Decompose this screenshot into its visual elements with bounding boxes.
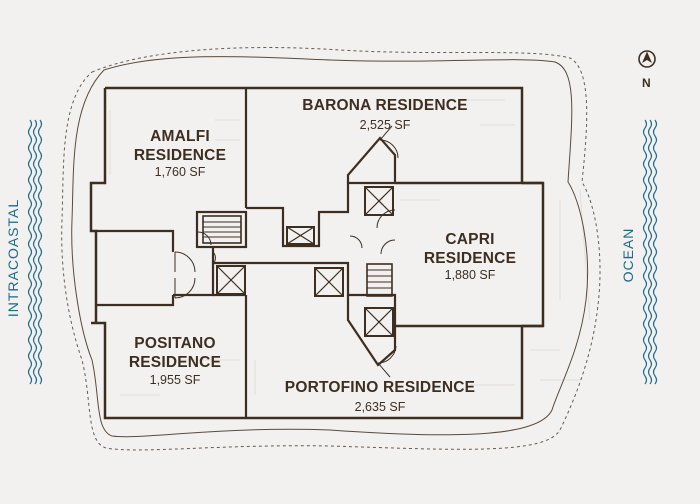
residence-barona-name: BARONA RESIDENCE [302,97,468,114]
intracoastal-label: INTRACOASTAL [5,198,21,318]
door-swings [174,125,399,378]
property-line [61,47,601,451]
residence-portofino-area: 2,635 SF [354,400,406,414]
elevator-shafts [216,186,394,337]
residence-amalfi-name: AMALFI RESIDENCE [133,128,227,164]
balcony-outline [71,56,589,438]
residence-capri-area: 1,880 SF [444,268,496,282]
residence-portofino-name: PORTOFINO RESIDENCE [284,379,476,396]
ocean-label: OCEAN [620,227,636,283]
stairs-east [366,263,393,297]
exterior-walls [89,86,545,420]
residence-amalfi-area: 1,760 SF [154,165,206,179]
water-waves-east [642,119,658,385]
north-arrow-icon [638,50,656,68]
residence-positano-name: POSITANO RESIDENCE [128,335,222,371]
elevator-x-marks [216,186,394,337]
interior-walls [96,88,397,418]
stairs-west [202,215,242,244]
interior-detail-lines [109,99,591,396]
water-waves-west [27,119,43,385]
residence-positano-area: 1,955 SF [149,373,201,387]
compass-north-label: N [642,76,651,90]
residence-barona-area: 2,525 SF [359,118,411,132]
residence-capri-name: CAPRI RESIDENCE [423,231,517,267]
